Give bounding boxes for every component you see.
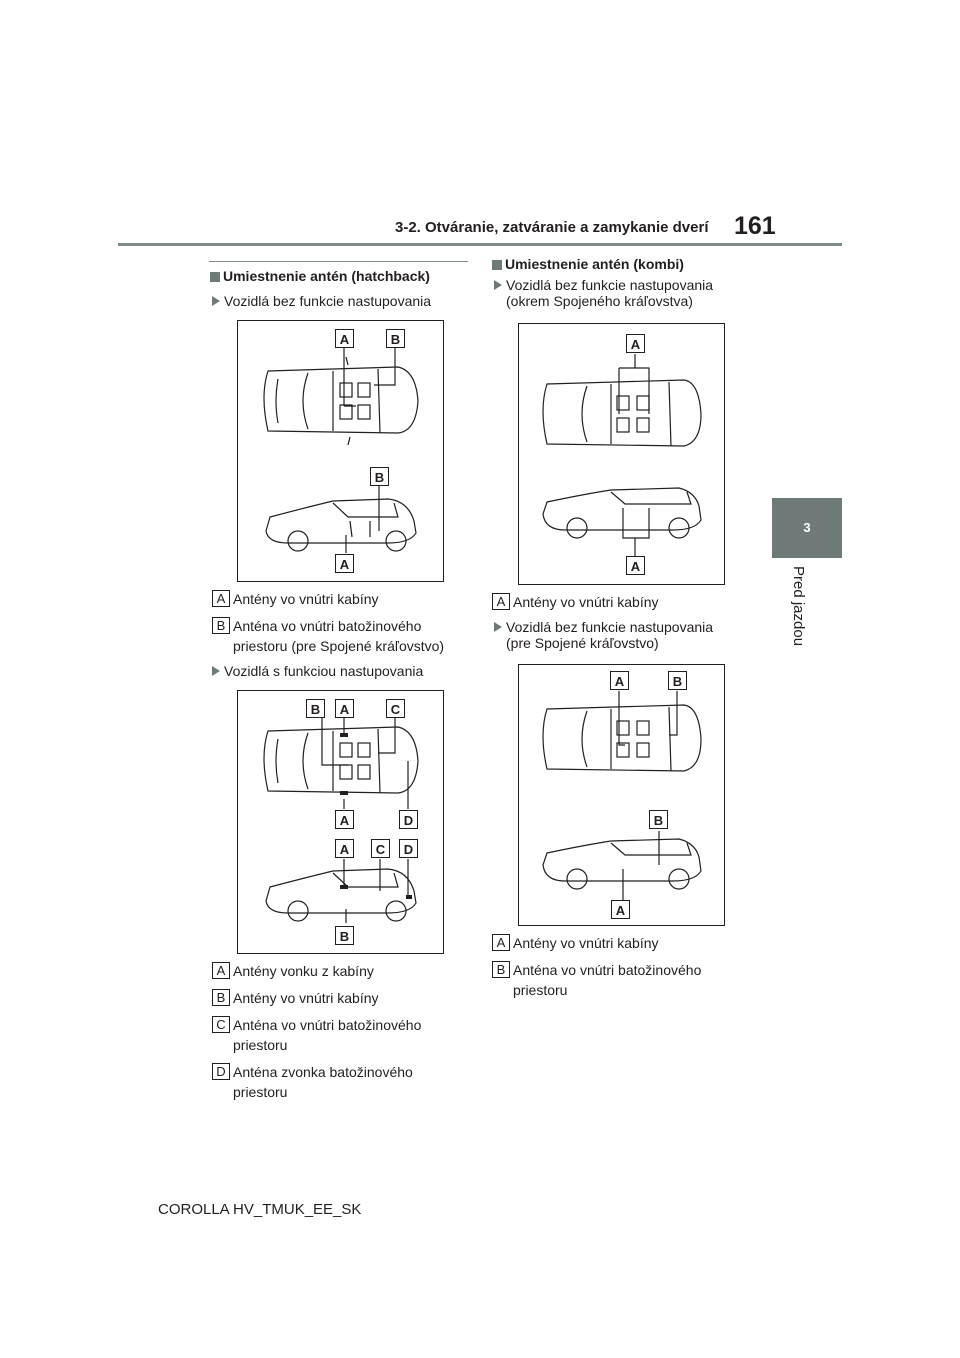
legend-item: C Anténa vo vnútri batožinového priestor… bbox=[212, 1015, 472, 1055]
callout-label: A bbox=[335, 554, 354, 573]
callout-label: B bbox=[668, 671, 687, 690]
car-drawing bbox=[542, 691, 702, 903]
bullet-item: Vozidlá bez funkcie nastupovania bbox=[212, 293, 472, 309]
legend-key: B bbox=[492, 961, 510, 978]
callout-label: B bbox=[306, 699, 325, 718]
legend-item: B Antény vo vnútri kabíny bbox=[212, 988, 472, 1008]
header-rule bbox=[118, 243, 842, 246]
legend-item: A Antény vo vnútri kabíny bbox=[212, 589, 472, 609]
legend-text: Anténa vo vnútri batožinového priestoru bbox=[233, 1017, 422, 1053]
footer-model-code: COROLLA HV_TMUK_EE_SK bbox=[158, 1201, 362, 1218]
legend-item: A Antény vo vnútri kabíny bbox=[492, 933, 752, 953]
chapter-number: 3 bbox=[803, 520, 811, 535]
legend-text: Antény vonku z kabíny bbox=[233, 963, 374, 979]
legend-key: A bbox=[492, 593, 510, 610]
section-title: 3-2. Otváranie, zatváranie a zamykanie d… bbox=[395, 219, 709, 236]
legend-key: A bbox=[212, 962, 230, 979]
legend-item: A Antény vo vnútri kabíny bbox=[492, 592, 752, 612]
callout-label: B bbox=[335, 926, 354, 945]
callout-label: A bbox=[611, 900, 630, 919]
section-heading-kombi: Umiestnenie antén (kombi) bbox=[492, 256, 684, 272]
legend-text: Antény vo vnútri kabíny bbox=[233, 990, 379, 1006]
bullet-item: Vozidlá bez funkcie nastupovania (pre Sp… bbox=[494, 619, 754, 651]
antenna-diagram-kombi-1: A A bbox=[518, 323, 725, 585]
legend-key: D bbox=[212, 1063, 230, 1080]
callout-label: A bbox=[335, 839, 354, 858]
callout-label: A bbox=[335, 699, 354, 718]
antenna-diagram-kombi-2: A B B A bbox=[518, 664, 725, 926]
legend-key: B bbox=[212, 989, 230, 1006]
legend-text: Anténa zvonka batožinového priestoru bbox=[233, 1064, 413, 1100]
bullet-triangle-icon bbox=[494, 622, 502, 632]
car-drawing bbox=[542, 354, 702, 556]
callout-label: B bbox=[386, 329, 405, 348]
heading-square-icon bbox=[492, 260, 502, 270]
callout-label: C bbox=[386, 699, 405, 718]
legend-text: Anténa vo vnútri batožinového priestoru … bbox=[233, 618, 445, 654]
bullet-text: Vozidlá bez funkcie nastupovania (pre Sp… bbox=[506, 619, 714, 651]
callout-label: D bbox=[399, 810, 418, 829]
chapter-label: Pred jazdou bbox=[790, 566, 807, 647]
bullet-item: Vozidlá bez funkcie nastupovania (okrem … bbox=[494, 277, 754, 309]
heading-text: Umiestnenie antén (kombi) bbox=[505, 256, 684, 272]
bullet-item: Vozidlá s funkciou nastupovania bbox=[212, 663, 472, 679]
chapter-tab[interactable]: 3 bbox=[772, 498, 842, 558]
legend-key: A bbox=[492, 934, 510, 951]
legend-key: A bbox=[212, 590, 230, 607]
callout-label: C bbox=[371, 839, 390, 858]
section-heading-hatchback: Umiestnenie antén (hatchback) bbox=[210, 268, 430, 284]
page-number: 161 bbox=[734, 212, 776, 240]
antenna-diagram-hatchback-1: A B B A bbox=[237, 320, 444, 582]
callout-label: A bbox=[335, 810, 354, 829]
legend-text: Antény vo vnútri kabíny bbox=[233, 591, 379, 607]
legend-key: B bbox=[212, 617, 230, 634]
legend-item: D Anténa zvonka batožinového priestoru bbox=[212, 1062, 472, 1102]
bullet-triangle-icon bbox=[494, 280, 502, 290]
bullet-triangle-icon bbox=[212, 666, 220, 676]
legend-key: C bbox=[212, 1016, 230, 1033]
legend-text: Antény vo vnútri kabíny bbox=[513, 935, 659, 951]
legend-item: B Anténa vo vnútri batožinového priestor… bbox=[212, 616, 472, 656]
callout-label: B bbox=[649, 810, 668, 829]
bullet-text: Vozidlá s funkciou nastupovania bbox=[224, 663, 424, 679]
car-drawing bbox=[263, 718, 419, 923]
car-drawing bbox=[263, 348, 419, 553]
callout-label: A bbox=[335, 329, 354, 348]
callout-label: A bbox=[610, 671, 629, 690]
section-rule bbox=[209, 261, 468, 262]
antenna-diagram-hatchback-2: B A C A D A C D B bbox=[237, 690, 444, 954]
callout-label: B bbox=[370, 467, 389, 486]
callout-label: D bbox=[399, 839, 418, 858]
legend-item: B Anténa vo vnútri batožinového priestor… bbox=[492, 960, 752, 1000]
heading-text: Umiestnenie antén (hatchback) bbox=[223, 268, 430, 284]
heading-square-icon bbox=[210, 272, 220, 282]
callout-label: A bbox=[626, 556, 645, 575]
bullet-text: Vozidlá bez funkcie nastupovania bbox=[224, 293, 432, 309]
bullet-text: Vozidlá bez funkcie nastupovania (okrem … bbox=[506, 277, 714, 309]
legend-text: Anténa vo vnútri batožinového priestoru bbox=[513, 962, 702, 998]
legend-text: Antény vo vnútri kabíny bbox=[513, 594, 659, 610]
callout-label: A bbox=[626, 334, 645, 353]
bullet-triangle-icon bbox=[212, 296, 220, 306]
legend-item: A Antény vonku z kabíny bbox=[212, 961, 472, 981]
